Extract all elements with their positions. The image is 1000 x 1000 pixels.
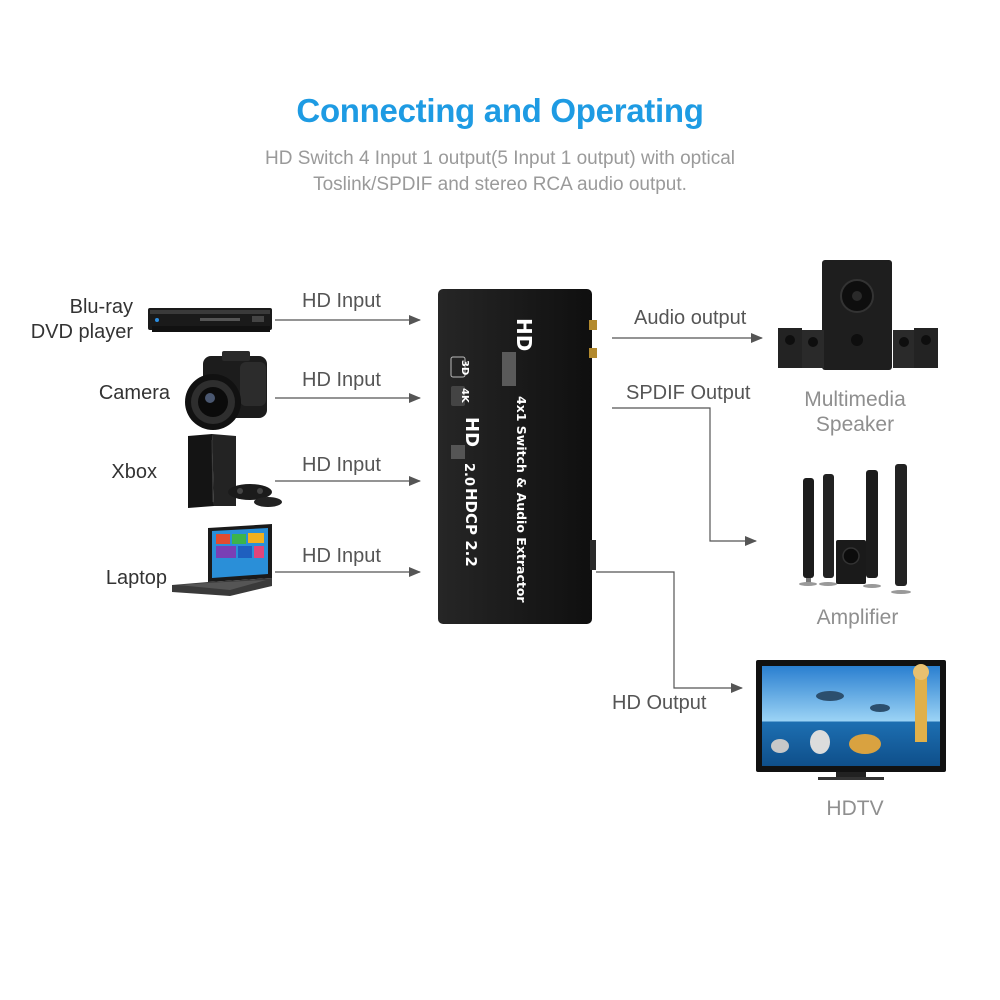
label-hdtv: HDTV: [826, 797, 884, 820]
label-camera: Camera: [98, 382, 170, 404]
badge-3d: 3D: [459, 360, 470, 375]
bluray-player-icon: [148, 308, 272, 332]
device-hdcp: HDCP 2.2: [462, 488, 480, 567]
page-title: Connecting and Operating: [296, 92, 704, 129]
arrow-spdif-output: [612, 407, 757, 546]
flow-label-xbox: HD Input: [302, 454, 381, 476]
flow-label-camera: HD Input: [302, 369, 381, 391]
label-amplifier: Amplifier: [816, 606, 899, 629]
device-hd-mark: HD: [461, 417, 482, 447]
multimedia-speaker-icon: [778, 260, 938, 370]
switch-device: HD 4x1 Switch & Audio Extractor 3D 4K HD…: [438, 289, 597, 624]
device-name: 4x1 Switch & Audio Extractor: [514, 396, 529, 603]
flow-label-laptop: HD Input: [302, 545, 381, 567]
game-console-icon: [188, 434, 282, 508]
device-brand: HD: [512, 318, 536, 351]
device-hd-version: 2.0: [461, 463, 476, 486]
flow-label-bluray: HD Input: [302, 290, 381, 312]
label-bluray-line-2: DVD player: [30, 321, 133, 343]
badge-4k: 4K: [459, 388, 470, 404]
camera-icon: [185, 351, 267, 430]
flow-label-audio-output: Audio output: [634, 307, 747, 329]
amplifier-speakers-icon: [799, 464, 911, 594]
laptop-icon: [172, 524, 272, 596]
flow-label-hd-output: HD Output: [612, 692, 707, 714]
page-subtitle: HD Switch 4 Input 1 output(5 Input 1 out…: [150, 146, 850, 198]
arrow-hd-output: [596, 571, 743, 693]
label-speaker-line-1: Multimedia: [804, 388, 906, 411]
label-multimedia-speaker: Multimedia Speaker: [770, 387, 940, 437]
label-xbox: Xbox: [111, 461, 157, 483]
label-bluray-line-1: Blu-ray: [69, 296, 133, 318]
subtitle-line-2: Toslink/SPDIF and stereo RCA audio outpu…: [313, 174, 687, 195]
hdtv-icon: [756, 660, 946, 780]
label-speaker-line-2: Speaker: [815, 413, 895, 436]
label-laptop: Laptop: [105, 567, 167, 589]
subtitle-line-1: HD Switch 4 Input 1 output(5 Input 1 out…: [265, 148, 735, 169]
label-bluray: Blu-ray DVD player: [10, 295, 133, 345]
flow-label-spdif-output: SPDIF Output: [626, 382, 751, 404]
